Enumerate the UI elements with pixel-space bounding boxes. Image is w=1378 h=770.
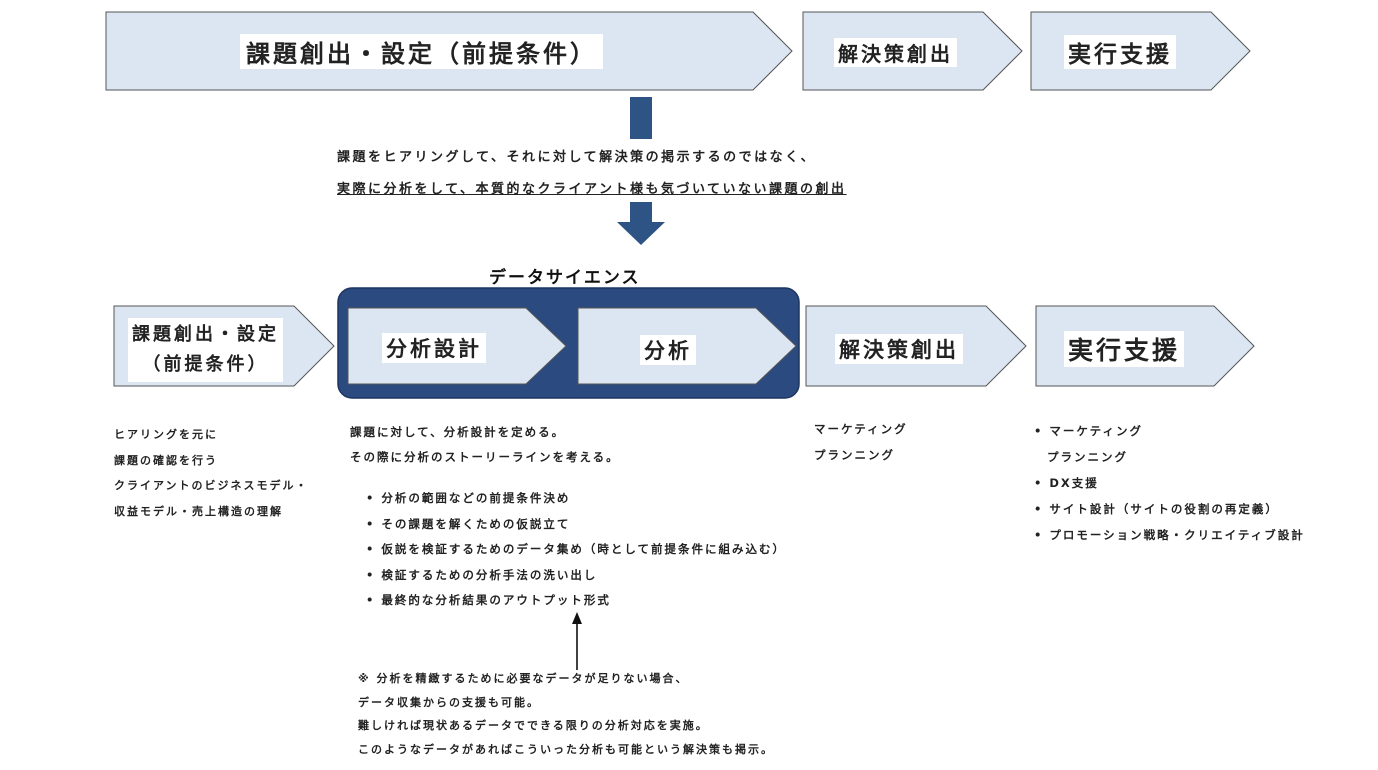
col4-list: マーケティング プランニング DX支援 サイト設計（サイトの役割の再定義） プロ…: [1034, 418, 1305, 548]
col3-line-1: マーケティング: [814, 422, 908, 436]
data-science-label: データサイエンス: [489, 268, 641, 288]
top-step-3-label: 実行支援: [1064, 35, 1176, 69]
col1-line-1: ヒアリングを元に: [114, 428, 218, 441]
bottom-step-5-label: 実行支援: [1064, 331, 1185, 367]
col3-text: マーケティング プランニング: [814, 416, 908, 468]
col1-line-4: 収益モデル・売上構造の理解: [114, 504, 283, 518]
col1-line-2: 課題の確認を行う: [114, 453, 218, 467]
col2-bullet-5: 最終的な分析結果のアウトプット形式: [366, 588, 786, 614]
bottom-step-3-label: 分析: [640, 335, 696, 365]
note-text: ※ 分析を精緻するために必要なデータが足りない場合、 データ収集からの支援も可能…: [358, 667, 774, 761]
col2-bullet-list: 分析の範囲などの前提条件決め その課題を解くための仮説立て 仮説を検証するための…: [366, 486, 786, 614]
col2-bullet-3: 仮説を検証するためのデータ集め（時として前提条件に組み込む）: [366, 537, 786, 563]
bottom-step-1-line-1: 課題創出・設定: [132, 324, 279, 345]
explanation-line-2: 実際に分析をして、本質的なクライアント様も気づいていない課題の創出: [337, 182, 847, 197]
note-line-2: データ収集からの支援も可能。: [358, 695, 540, 709]
connector-bar: [630, 97, 652, 139]
note-line-4: このようなデータがあればこういった分析も可能という解決策も掲示。: [358, 742, 774, 756]
col2-bullet-2: その課題を解くための仮説立て: [366, 512, 786, 538]
col2-intro-line-1: 課題に対して、分析設計を定める。: [350, 425, 566, 439]
note-arrow-head: [572, 612, 582, 624]
col1-line-3: クライアントのビジネスモデル・: [114, 479, 309, 492]
bottom-step-1-label: 課題創出・設定 （前提条件）: [128, 318, 283, 382]
col2-intro-line-2: その際に分析のストーリーラインを考える。: [350, 450, 620, 464]
bottom-step-2-label: 分析設計: [382, 333, 486, 363]
top-step-2-label: 解決策創出: [834, 38, 957, 67]
col4-bullet-3: DX支援: [1034, 470, 1305, 496]
col2-bullet-1: 分析の範囲などの前提条件決め: [366, 486, 786, 512]
down-arrow: [617, 202, 665, 245]
col3-line-2: プランニング: [814, 448, 895, 462]
col4-line-2: プランニング: [1047, 450, 1128, 464]
bottom-step-1-line-2: （前提条件）: [142, 354, 269, 375]
bottom-step-4-label: 解決策創出: [835, 334, 963, 364]
note-line-3: 難しければ現状あるデータでできる限りの分析対応を実施。: [358, 719, 709, 732]
col2-intro: 課題に対して、分析設計を定める。 その際に分析のストーリーラインを考える。: [350, 420, 620, 470]
note-line-1: ※ 分析を精緻するために必要なデータが足りない場合、: [358, 672, 689, 685]
explanation-line-1: 課題をヒアリングして、それに対して解決策の掲示するのではなく、: [337, 150, 817, 165]
col1-text: ヒアリングを元に 課題の確認を行う クライアントのビジネスモデル・ 収益モデル・…: [114, 422, 309, 524]
top-step-1-label: 課題創出・設定（前提条件）: [240, 34, 603, 69]
col4-bullet-4: サイト設計（サイトの役割の再定義）: [1034, 496, 1305, 522]
col4-bullet-1: マーケティング: [1034, 418, 1305, 444]
col4-bullet-5: プロモーション戦略・クリエイティブ設計: [1034, 522, 1305, 548]
col2-bullet-4: 検証するための分析手法の洗い出し: [366, 563, 786, 589]
